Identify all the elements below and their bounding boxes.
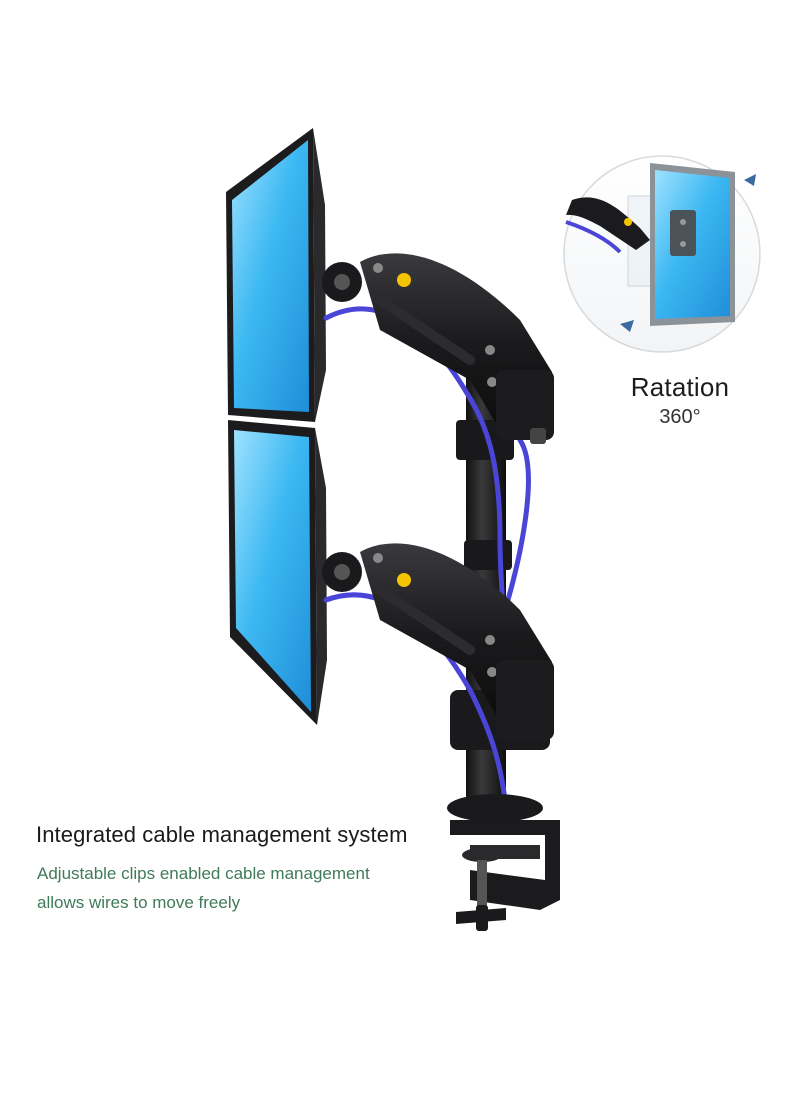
rotation-inset [563, 155, 761, 353]
rotate-arrow-icon [620, 320, 634, 332]
rotate-arrow-icon [744, 174, 756, 186]
caption-line-2: allows wires to move freely [37, 893, 241, 912]
caption-title: Integrated cable management system [36, 822, 408, 847]
bottom-arm [322, 543, 554, 740]
caption-line-1: Adjustable clips enabled cable managemen… [37, 864, 370, 883]
rotation-angle: 360° [659, 406, 701, 428]
top-arm [322, 253, 554, 444]
top-monitor [226, 128, 326, 422]
desk-clamp [447, 794, 560, 931]
bottom-monitor [228, 420, 327, 725]
rotation-title: Ratation [630, 372, 730, 402]
